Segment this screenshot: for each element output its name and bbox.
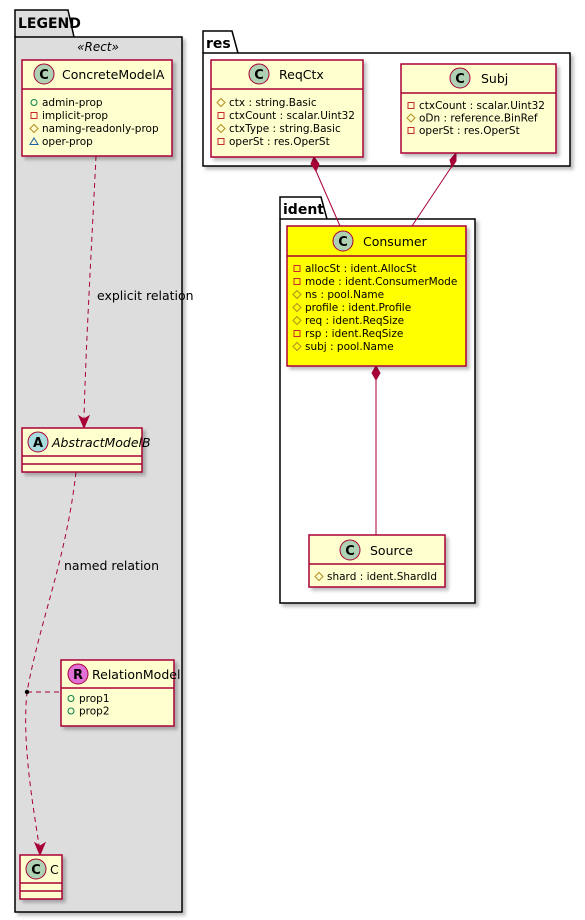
class-name: RelationModel xyxy=(92,667,180,682)
visibility-private-icon xyxy=(293,330,301,337)
visibility-protected-icon xyxy=(292,302,302,313)
class-kind-letter: C xyxy=(254,68,264,83)
relation-named xyxy=(24,471,77,857)
class-kind-c-icon xyxy=(339,539,361,561)
relation-named-label: named relation xyxy=(64,558,159,573)
class-concrete-model-a[interactable]: C ConcreteModelA admin-propimplicit-prop… xyxy=(21,59,173,157)
class-name: AbstractModelB xyxy=(51,435,151,450)
attribute-text: ctxCount : scalar.Uint32 xyxy=(419,100,545,112)
class-attributes: shard : ident.ShardId xyxy=(314,571,437,583)
visibility-private-icon xyxy=(407,127,415,134)
class-name: C xyxy=(50,862,59,877)
visibility-public-icon xyxy=(67,707,75,715)
visibility-protected-icon xyxy=(292,315,302,326)
attribute-text: profile : ident.Profile xyxy=(305,302,411,314)
visibility-protected-icon xyxy=(29,123,39,134)
attribute-text: implicit-prop xyxy=(42,110,108,122)
package-legend: LEGEND «Rect» xyxy=(14,9,183,913)
class-c[interactable]: C C xyxy=(19,854,63,900)
attribute-text: rsp : ident.ReqSize xyxy=(305,328,403,340)
class-kind-letter: C xyxy=(338,235,348,250)
class-kind-letter: C xyxy=(39,68,49,83)
attribute-text: ns : pool.Name xyxy=(305,289,384,301)
attribute-text: prop2 xyxy=(79,706,110,718)
attribute-text: subj : pool.Name xyxy=(305,341,394,353)
class-kind-letter: R xyxy=(73,668,83,683)
composition-consumer-source xyxy=(371,364,381,535)
class-source[interactable]: C Source shard : ident.ShardId xyxy=(308,534,446,588)
attribute-text: mode : ident.ConsumerMode xyxy=(305,276,457,288)
visibility-protected-icon xyxy=(216,123,226,134)
attribute-text: prop1 xyxy=(79,693,110,705)
class-kind-r-icon xyxy=(67,663,89,685)
visibility-private-icon xyxy=(30,112,38,119)
attribute-text: shard : ident.ShardId xyxy=(327,571,437,583)
attribute-text: ctx : string.Basic xyxy=(229,97,317,109)
class-name: ReqCtx xyxy=(279,67,324,82)
class-kind-a-icon xyxy=(27,431,49,453)
relation-explicit xyxy=(77,155,97,430)
relation-explicit-label: explicit relation xyxy=(97,288,194,303)
attribute-text: naming-readonly-prop xyxy=(42,123,159,135)
class-attributes: admin-propimplicit-propnaming-readonly-p… xyxy=(29,97,159,148)
visibility-private-icon xyxy=(293,265,301,272)
attribute-text: operSt : res.OperSt xyxy=(229,136,330,148)
class-kind-c-icon xyxy=(25,858,47,880)
attribute-text: ctxType : string.Basic xyxy=(229,123,341,135)
visibility-public-icon xyxy=(67,695,75,702)
class-kind-c-icon xyxy=(248,63,270,85)
class-kind-c-icon xyxy=(449,67,471,89)
attribute-text: operSt : res.OperSt xyxy=(419,125,520,137)
class-name: Source xyxy=(370,543,413,558)
class-name: ConcreteModelA xyxy=(62,67,165,82)
visibility-private-icon xyxy=(293,278,301,285)
package-ident-name: ident xyxy=(283,202,324,218)
composition-subj-consumer xyxy=(411,151,457,227)
visibility-protected-icon xyxy=(216,97,226,108)
visibility-private-icon xyxy=(217,112,225,119)
class-name: Consumer xyxy=(363,234,428,249)
composition-reqctx-consumer xyxy=(310,155,341,227)
class-kind-c-icon xyxy=(332,230,354,252)
visibility-protected-icon xyxy=(406,113,416,123)
visibility-package-icon xyxy=(29,137,39,145)
class-kind-letter: C xyxy=(455,72,465,87)
class-abstract-model-b[interactable]: A AbstractModelB xyxy=(21,427,151,473)
attribute-text: allocSt : ident.AllocSt xyxy=(305,263,417,275)
visibility-protected-icon xyxy=(292,341,302,352)
class-name: Subj xyxy=(481,71,508,86)
attribute-text: oDn : reference.BinRef xyxy=(419,113,538,125)
package-legend-name: LEGEND xyxy=(18,16,81,32)
visibility-private-icon xyxy=(217,138,225,145)
attribute-text: oper-prop xyxy=(42,136,93,148)
attribute-text: req : ident.ReqSize xyxy=(305,315,404,327)
visibility-protected-icon xyxy=(292,289,302,300)
visibility-protected-icon xyxy=(314,571,324,582)
class-kind-letter: A xyxy=(33,436,43,451)
visibility-public-icon xyxy=(30,99,38,106)
visibility-private-icon xyxy=(407,102,415,109)
class-kind-letter: C xyxy=(31,863,41,878)
package-res-name: res xyxy=(206,36,231,52)
class-kind-c-icon xyxy=(33,63,55,85)
attribute-text: admin-prop xyxy=(42,97,103,109)
package-legend-stereotype: «Rect» xyxy=(77,40,119,54)
attribute-text: ctxCount : scalar.Uint32 xyxy=(229,110,355,122)
class-kind-letter: C xyxy=(345,544,355,559)
